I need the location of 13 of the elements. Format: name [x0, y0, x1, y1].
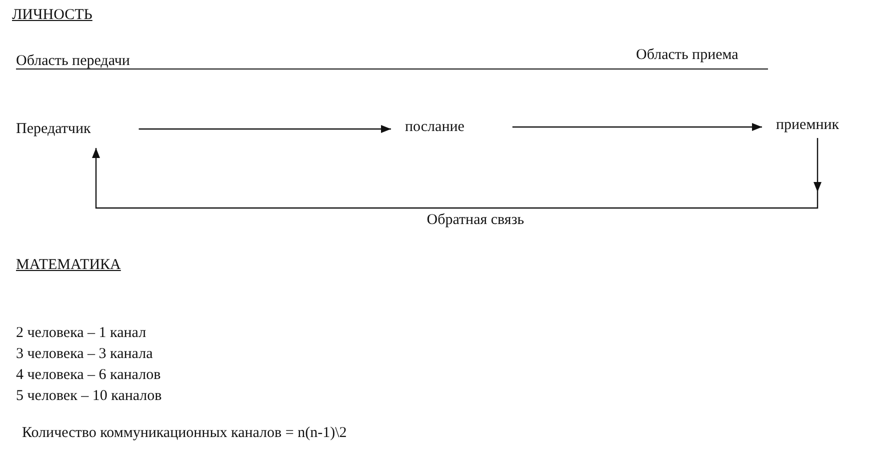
section-heading: ЛИЧНОСТЬ [12, 6, 92, 24]
text-line: 5 человек – 10 каналов [16, 387, 162, 405]
section-heading: МАТЕМАТИКА [16, 256, 121, 274]
node-label: Передатчик [16, 120, 91, 138]
node-label: приемник [776, 116, 840, 134]
node-label: послание [405, 118, 464, 136]
formula-text: Количество коммуникационных каналов = n(n-1)\2 [22, 424, 347, 442]
text-line: 4 человека – 6 каналов [16, 366, 161, 384]
region-label: Область приема [636, 46, 738, 64]
region-label: Область передачи [16, 52, 130, 70]
text-line: 2 человека – 1 канал [16, 324, 146, 342]
text-line: 3 человека – 3 канала [16, 345, 153, 363]
edge-label: Обратная связь [426, 211, 524, 229]
